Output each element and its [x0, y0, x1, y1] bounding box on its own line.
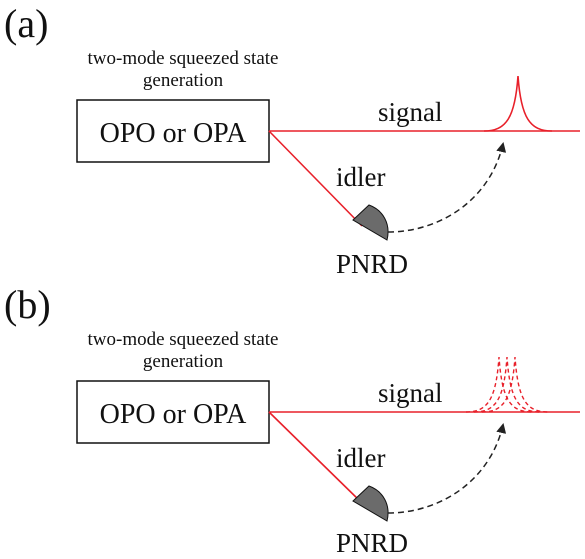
- source-box-label: OPO or OPA: [100, 118, 248, 149]
- panel-label: (b): [4, 282, 51, 327]
- source-box: [76, 380, 270, 444]
- panel-a: (a) two-mode squeezed state generation O…: [4, 1, 580, 279]
- signal-label: signal: [378, 378, 443, 408]
- idler-beam: [268, 411, 363, 504]
- panel-b: (b) two-mode squeezed state generation O…: [4, 282, 580, 558]
- detector-label: PNRD: [336, 249, 408, 279]
- source-box: [76, 99, 270, 163]
- signal-label: signal: [378, 97, 443, 127]
- detector-icon: [352, 485, 389, 522]
- idler-beam: [268, 130, 363, 227]
- idler-label: idler: [336, 162, 385, 192]
- source-box-label: OPO or OPA: [100, 399, 248, 430]
- detector-label: PNRD: [336, 528, 408, 558]
- signal-pulse: [465, 356, 533, 413]
- signal-pulses: [465, 356, 549, 413]
- signal-pulse: [473, 356, 541, 413]
- detector-icon: [352, 204, 389, 241]
- caption-line-2: generation: [143, 351, 224, 372]
- signal-pulse: [481, 356, 549, 413]
- signal-pulse: [483, 75, 553, 132]
- caption-line-2: generation: [143, 70, 224, 91]
- feedforward-arrow: [387, 423, 507, 514]
- feedforward-arrow: [387, 142, 507, 233]
- caption-line-1: two-mode squeezed state: [88, 329, 279, 350]
- panel-label: (a): [4, 1, 48, 46]
- caption-line-1: two-mode squeezed state: [88, 48, 279, 69]
- idler-label: idler: [336, 443, 385, 473]
